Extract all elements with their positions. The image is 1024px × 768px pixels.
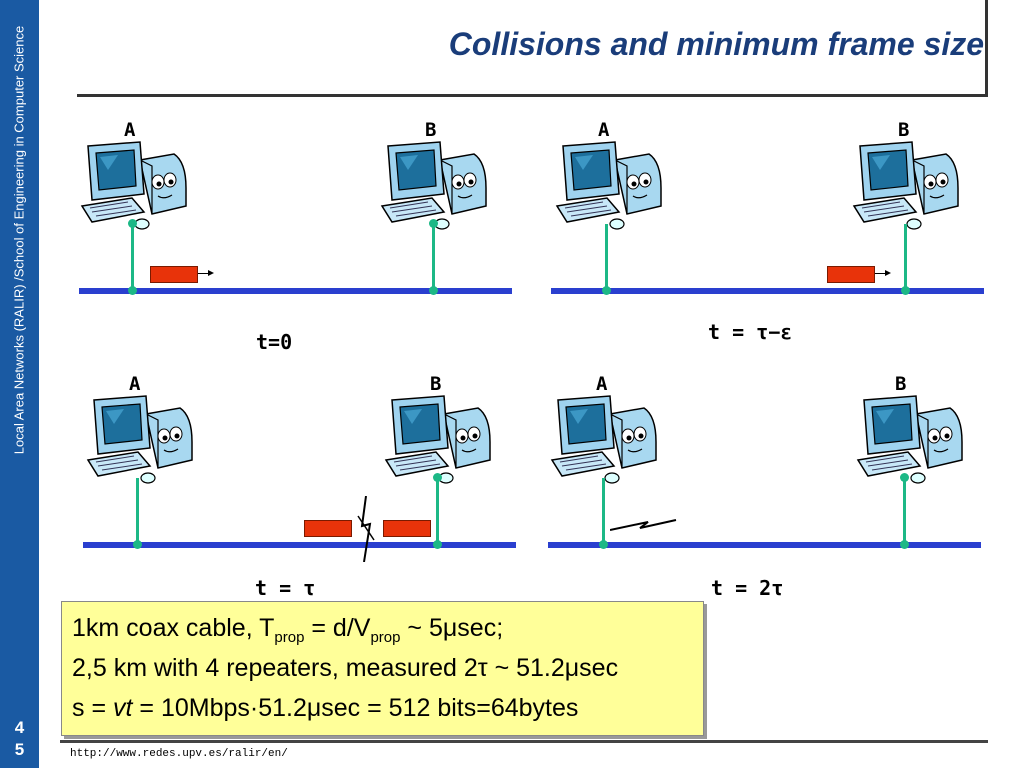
calc-line-3: s = vt = 10Mbps·51.2μsec = 512 bits=64by…: [72, 694, 579, 722]
station-b-drop: [436, 478, 439, 544]
station-a-label: A: [124, 119, 136, 141]
ethernet-bus: [548, 542, 981, 548]
station-a-drop: [602, 478, 605, 544]
page-number-digit-1: 4: [14, 718, 25, 737]
computer-icon: [87, 395, 193, 484]
computer-icon: [556, 141, 662, 230]
frame-packet: [383, 520, 431, 537]
ethernet-bus: [83, 542, 516, 548]
ethernet-bus: [79, 288, 512, 294]
time-label: t = τ−ε: [708, 320, 793, 344]
tap-node: [599, 540, 608, 549]
station-a-label: A: [596, 373, 608, 395]
calc-line-2: 2,5 km with 4 repeaters, measured 2τ ~ 5…: [72, 654, 619, 682]
page-number-digit-2: 5: [14, 740, 25, 759]
tap-node: [133, 540, 142, 549]
title-divider: [77, 94, 988, 97]
computer-icon: [853, 141, 959, 230]
time-label: t = τ: [255, 576, 316, 600]
computer-icon: [381, 141, 487, 230]
frame-packet: [150, 266, 198, 283]
ethernet-bus: [551, 288, 984, 294]
footer-divider: [60, 740, 988, 743]
tap-node: [602, 286, 611, 295]
collision-bolt-icon: [357, 496, 375, 562]
station-b-drop: [903, 478, 906, 544]
tap-node: [900, 473, 909, 482]
tap-node: [433, 540, 442, 549]
footer-url[interactable]: http://www.redes.upv.es/ralir/en/: [70, 748, 288, 760]
tap-node: [128, 286, 137, 295]
computer-icon: [551, 395, 657, 484]
tap-node: [901, 286, 910, 295]
station-a-drop: [605, 224, 608, 290]
frame-packet: [304, 520, 352, 537]
station-b-label: B: [898, 119, 910, 141]
computer-icon: [857, 395, 963, 484]
direction-arrow: [198, 270, 214, 276]
sidebar: Local Area Networks (RALIR) /School of E…: [0, 0, 39, 768]
time-label: t=0: [256, 330, 293, 354]
station-b-label: B: [895, 373, 907, 395]
time-label: t = 2τ: [711, 576, 784, 600]
title-divider-vertical: [985, 0, 988, 97]
station-b-label: B: [430, 373, 442, 395]
station-a-label: A: [129, 373, 141, 395]
sidebar-course-text: Local Area Networks (RALIR) /School of E…: [11, 25, 27, 455]
slide-title: Collisions and minimum frame size: [448, 26, 984, 62]
tap-node: [433, 473, 442, 482]
computer-icon: [385, 395, 491, 484]
calculation-box: 1km coax cable, Tprop = d/Vprop ~ 5μsec;…: [61, 601, 704, 736]
collision-bolt-icon: [610, 519, 677, 531]
station-b-drop: [432, 224, 435, 290]
station-a-drop: [131, 224, 134, 290]
computer-icon: [81, 141, 187, 230]
calc-line-1: 1km coax cable, Tprop = d/Vprop ~ 5μsec;: [72, 614, 504, 646]
station-a-drop: [136, 478, 139, 544]
station-b-label: B: [425, 119, 437, 141]
frame-packet: [827, 266, 875, 283]
station-b-drop: [904, 224, 907, 290]
direction-arrow: [875, 270, 891, 276]
tap-node: [429, 286, 438, 295]
station-a-label: A: [598, 119, 610, 141]
tap-node: [429, 219, 438, 228]
tap-node: [900, 540, 909, 549]
tap-node: [128, 219, 137, 228]
